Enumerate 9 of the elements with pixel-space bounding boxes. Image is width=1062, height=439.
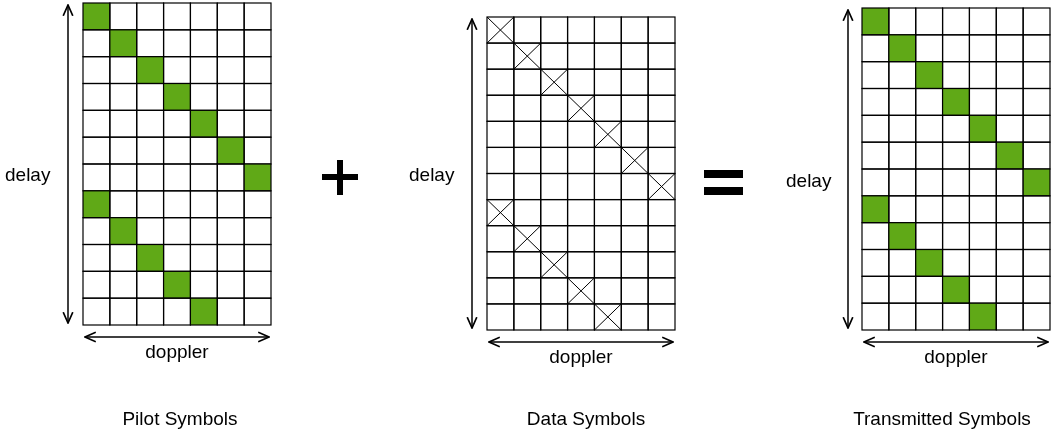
panel-caption: Data Symbols [526,408,646,430]
axis-label: delay [786,170,832,192]
axis-label: delay [5,164,51,186]
axis-label: doppler [924,346,988,368]
panel-caption: Transmitted Symbols [853,408,1031,430]
axis-label: doppler [145,341,209,363]
axis-label: delay [409,164,455,186]
axis-label: doppler [549,346,613,368]
panel-caption: Pilot Symbols [122,408,238,430]
